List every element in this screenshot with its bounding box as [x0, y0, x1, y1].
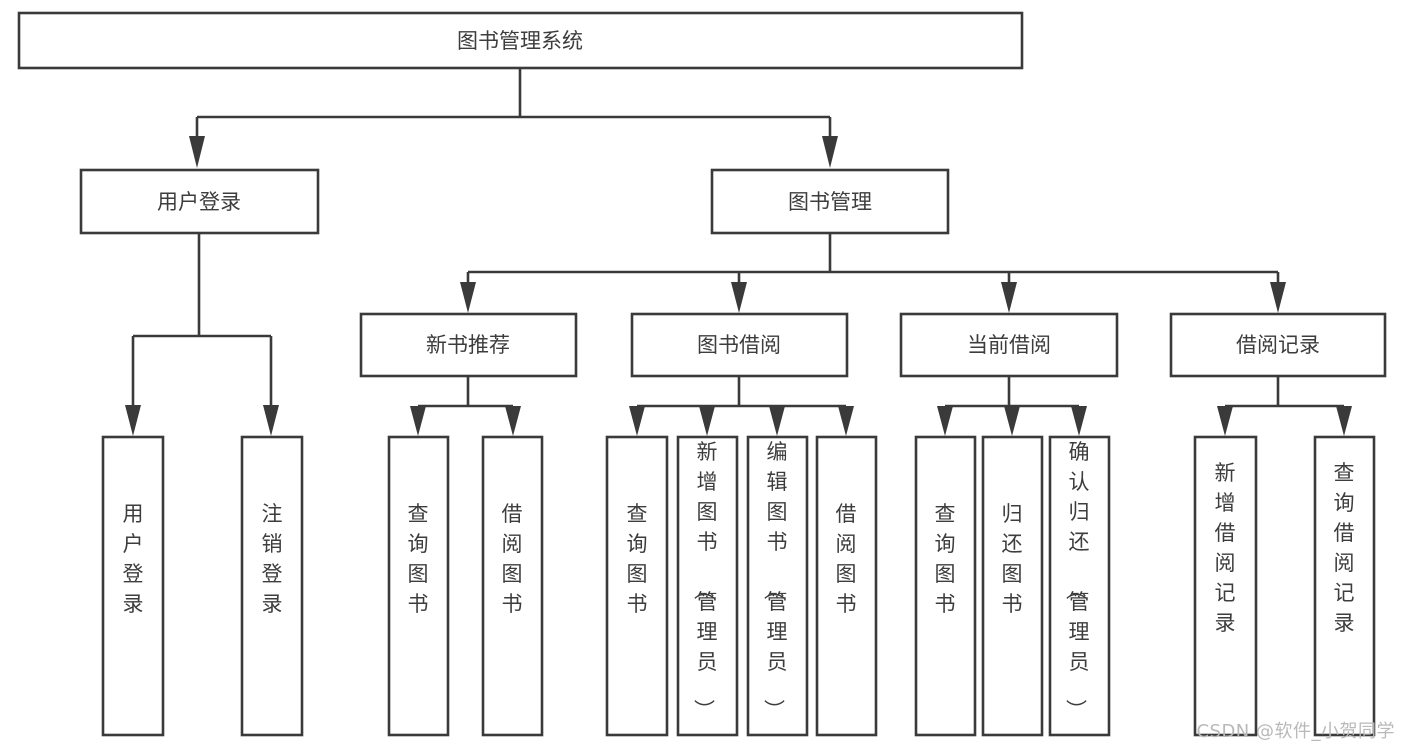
leaf-bookborrow-borrow[interactable]: 借阅图书	[815, 435, 878, 737]
node-book-management[interactable]: 图书管理	[710, 168, 950, 235]
leaf-bookborrow-query-label: 查询图书	[627, 502, 648, 616]
leaf-currentborrow-return[interactable]: 归还图书	[981, 435, 1044, 737]
leaf-borrowrecord-add-label: 新增借阅记录	[1215, 461, 1236, 635]
leaf-borrowrecord-query[interactable]: 查询借阅记录	[1313, 435, 1376, 737]
node-root-system[interactable]: 图书管理系统	[17, 11, 1024, 70]
csdn-watermark: CSDN @软件_小贺同学	[1196, 721, 1395, 742]
leaf-currentborrow-query-label: 查询图书	[935, 502, 956, 616]
leaf-bookborrow-query[interactable]: 查询图书	[605, 435, 669, 737]
node-borrow-record-label: 借阅记录	[1236, 333, 1320, 357]
leaf-currentborrow-confirm[interactable]: 确认归还（管理员）	[1048, 435, 1111, 737]
node-current-borrow[interactable]: 当前借阅	[899, 312, 1119, 378]
leaf-bookborrow-borrow-label: 借阅图书	[836, 502, 857, 616]
leaf-currentborrow-return-label: 归还图书	[1002, 502, 1023, 616]
node-borrow-record[interactable]: 借阅记录	[1169, 312, 1387, 378]
leaf-borrowrecord-add[interactable]: 新增借阅记录	[1193, 435, 1258, 737]
leaf-bookborrow-add-label: 新增图书（管理员）	[692, 440, 718, 720]
node-user-login[interactable]: 用户登录	[79, 168, 320, 235]
connector-newbook-to-leaves	[410, 376, 521, 436]
connector-userlogin-to-leaves	[125, 234, 279, 436]
leaf-user-login-logout[interactable]: 注销登录	[240, 435, 304, 737]
leaf-currentborrow-confirm-label: 确认归还（管理员）	[1064, 440, 1090, 720]
leaf-bookborrow-add[interactable]: 新增图书（管理员）	[676, 435, 739, 737]
leaf-newbook-query-label: 查询图书	[408, 502, 429, 616]
node-book-borrow[interactable]: 图书借阅	[630, 312, 849, 378]
node-book-borrow-label: 图书借阅	[697, 333, 781, 357]
leaf-currentborrow-query[interactable]: 查询图书	[914, 435, 977, 737]
connector-root-to-level2	[189, 69, 838, 168]
node-new-book-recommend-label: 新书推荐	[426, 333, 510, 357]
node-book-management-label: 图书管理	[788, 190, 872, 214]
node-current-borrow-label: 当前借阅	[967, 333, 1051, 357]
leaf-user-login-login[interactable]: 用户登录	[101, 435, 165, 737]
node-root-system-label: 图书管理系统	[457, 29, 583, 53]
node-user-login-label: 用户登录	[157, 190, 241, 214]
leaf-borrowrecord-query-label: 查询借阅记录	[1334, 461, 1355, 635]
leaf-bookborrow-edit[interactable]: 编辑图书（管理员）	[746, 435, 809, 737]
leaf-user-login-login-label: 用户登录	[123, 502, 144, 616]
connector-borrowrecord-to-leaves	[1217, 376, 1352, 436]
connector-bookborrow-to-leaves	[629, 376, 854, 436]
connector-bookmgmt-to-level3	[460, 233, 1286, 313]
connector-currentborrow-to-leaves	[937, 376, 1087, 436]
leaf-newbook-borrow[interactable]: 借阅图书	[481, 435, 544, 737]
leaf-newbook-query[interactable]: 查询图书	[387, 435, 450, 737]
leaf-bookborrow-edit-label: 编辑图书（管理员）	[762, 440, 788, 720]
leaf-newbook-borrow-label: 借阅图书	[502, 502, 523, 616]
node-new-book-recommend[interactable]: 新书推荐	[359, 312, 578, 378]
leaf-user-login-logout-label: 注销登录	[262, 502, 283, 616]
